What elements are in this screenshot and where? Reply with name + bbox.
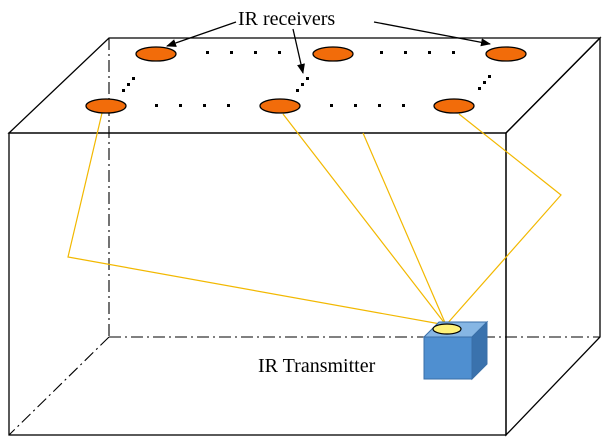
ray-to-front-right-receiver <box>445 113 562 326</box>
receiver-grid-dots <box>122 51 491 107</box>
ir-receivers <box>85 46 527 114</box>
receiver-front-center <box>259 98 301 114</box>
transmitter-label: IR Transmitter <box>258 355 376 377</box>
transmitter-lens <box>432 323 462 335</box>
receiver-back-center <box>312 46 354 62</box>
ir-rays <box>67 112 562 326</box>
room-front-face <box>8 132 507 436</box>
ray-to-ceiling <box>362 132 447 326</box>
label-arrows <box>166 21 491 74</box>
arrow-to-back-right-receiver <box>373 21 491 47</box>
receiver-front-left <box>85 98 127 114</box>
receivers-label: IR receivers <box>238 8 335 30</box>
ray-to-front-left-receiver <box>67 112 447 326</box>
ray-to-front-center-receiver <box>282 113 447 326</box>
receiver-back-right <box>485 46 527 62</box>
room-box <box>7 36 602 437</box>
hidden-edges <box>8 38 600 436</box>
arrow-to-center-receiver <box>292 28 305 74</box>
room-side-face <box>505 36 601 437</box>
receiver-front-right <box>433 98 475 114</box>
ir-transmitter <box>422 320 489 381</box>
receiver-back-left <box>135 46 177 62</box>
transmitter-front <box>423 336 473 380</box>
arrow-to-back-left-receiver <box>166 21 237 47</box>
